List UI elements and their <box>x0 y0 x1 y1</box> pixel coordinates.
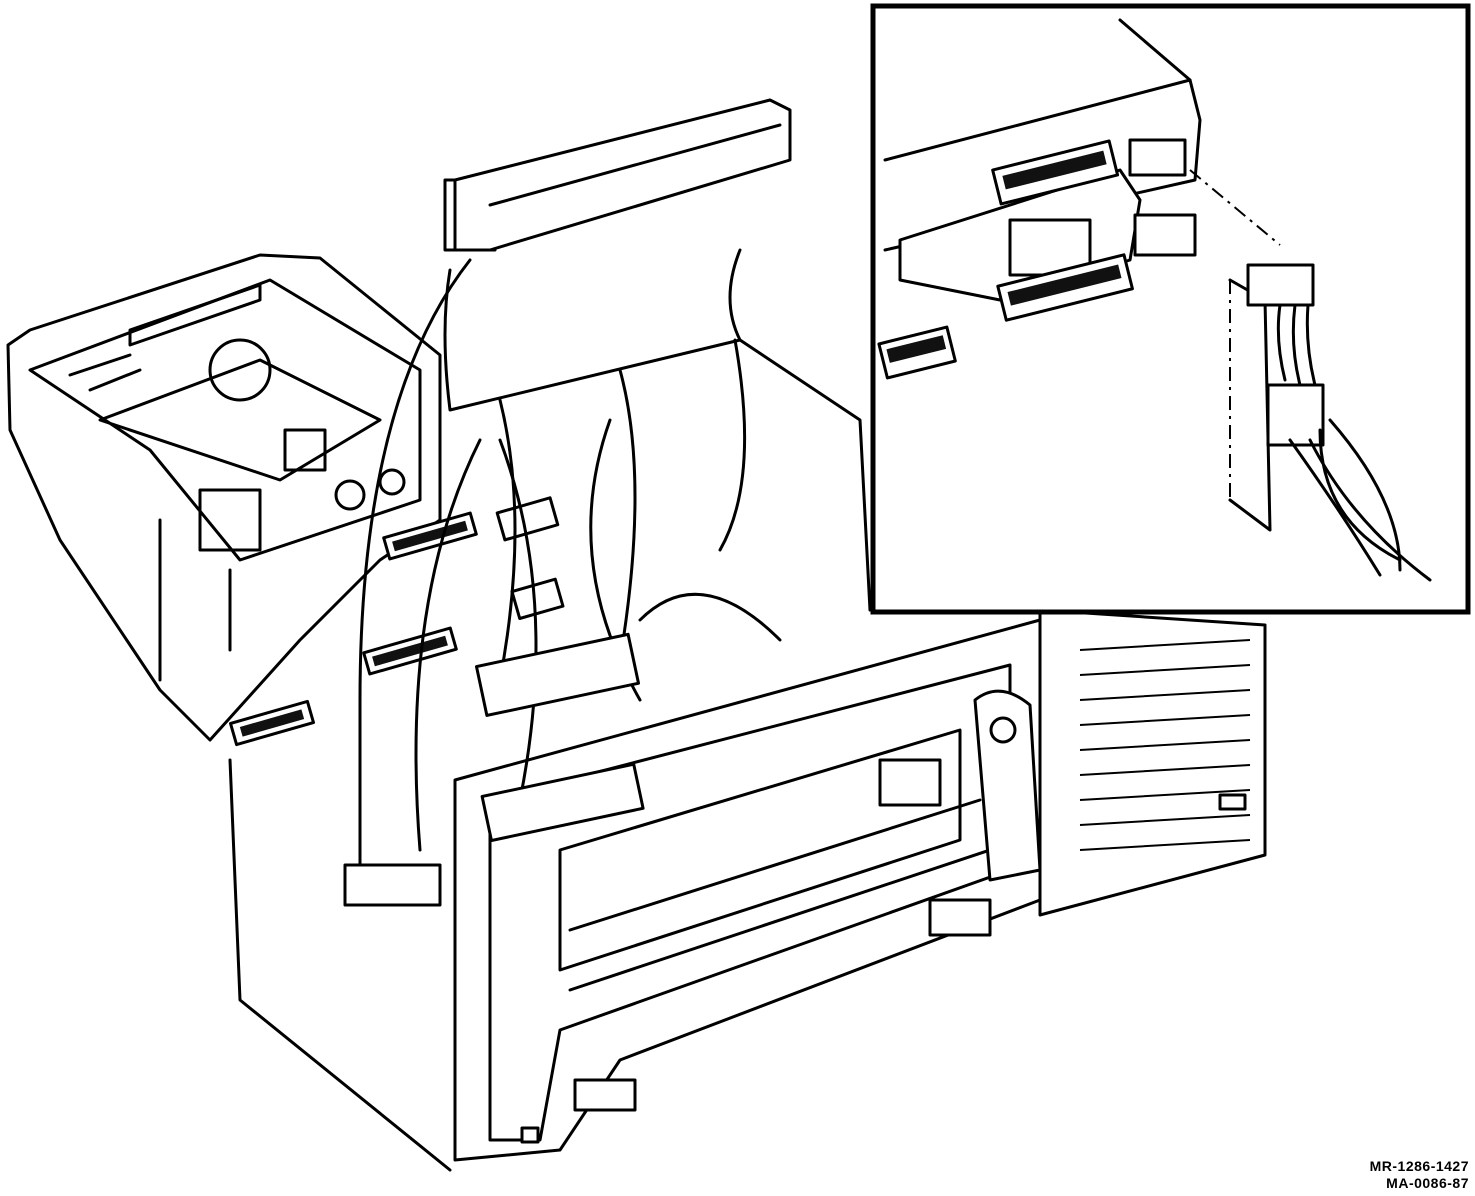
edge-connectors <box>229 496 565 747</box>
vent-slats <box>1079 639 1251 851</box>
ribbon-cables <box>343 98 792 907</box>
figure-code-ma: MA-0086-87 <box>1386 1175 1469 1191</box>
figure-code-mr: MR-1286-1427 <box>1369 1158 1469 1174</box>
floppy-drive-chassis <box>6 253 442 742</box>
front-bezel <box>453 618 1042 1162</box>
power-connector-detail-inset <box>870 3 1471 615</box>
figure-codes: MR-1286-1427 MA-0086-87 <box>1370 1158 1469 1192</box>
main-enclosure <box>228 338 1267 1172</box>
